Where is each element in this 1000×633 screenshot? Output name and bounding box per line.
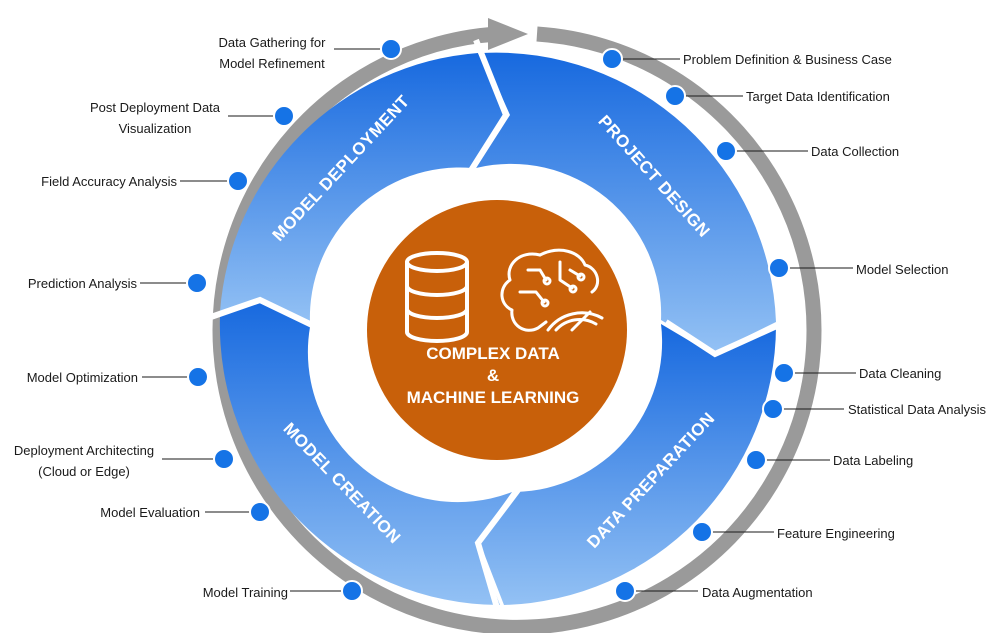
node-data-augmentation — [614, 580, 636, 602]
outer-ring — [212, 26, 822, 633]
database-icon — [405, 251, 469, 343]
label-model-training: Model Training — [203, 585, 288, 600]
label-data-collection: Data Collection — [811, 144, 899, 159]
node-model-evaluation — [249, 501, 271, 523]
node-model-selection — [768, 257, 790, 279]
center-title-line1: COMPLEX DATA — [426, 344, 559, 363]
node-post-deployment — [273, 105, 295, 127]
label-target-data: Target Data Identification — [746, 89, 890, 104]
node-data-labeling — [745, 449, 767, 471]
label-model-optimization: Model Optimization — [27, 370, 138, 385]
segment-model-creation — [219, 300, 513, 605]
node-field-accuracy — [227, 170, 249, 192]
node-prediction-analysis — [186, 272, 208, 294]
label-post-deployment-1: Post Deployment Data — [90, 100, 221, 115]
segment-project-design — [476, 52, 776, 352]
step-nodes — [186, 38, 795, 602]
cycle-arrowhead — [488, 18, 528, 50]
label-model-selection: Model Selection — [856, 262, 949, 277]
node-data-cleaning — [773, 362, 795, 384]
label-deployment-architecting-2: (Cloud or Edge) — [38, 464, 130, 479]
brain-circuit-icon — [500, 248, 604, 332]
node-problem-definition — [601, 48, 623, 70]
label-feature-engineering: Feature Engineering — [777, 526, 895, 541]
center-title-line3: MACHINE LEARNING — [407, 388, 580, 407]
node-feature-engineering — [691, 521, 713, 543]
node-statistical-analysis — [762, 398, 784, 420]
node-data-gathering — [380, 38, 402, 60]
label-data-augmentation: Data Augmentation — [702, 585, 813, 600]
node-model-optimization — [187, 366, 209, 388]
label-deployment-architecting-1: Deployment Architecting — [14, 443, 154, 458]
segment-ring — [207, 38, 792, 619]
label-data-gathering-1: Data Gathering for — [219, 35, 327, 50]
label-data-gathering-2: Model Refinement — [219, 56, 325, 71]
label-field-accuracy: Field Accuracy Analysis — [41, 174, 177, 189]
label-problem-definition: Problem Definition & Business Case — [683, 52, 892, 67]
label-statistical-analysis: Statistical Data Analysis — [848, 402, 987, 417]
label-data-labeling: Data Labeling — [833, 453, 913, 468]
label-model-evaluation: Model Evaluation — [100, 505, 200, 520]
label-prediction-analysis: Prediction Analysis — [28, 276, 138, 291]
label-post-deployment-2: Visualization — [119, 121, 192, 136]
center-title-line2: & — [487, 366, 499, 385]
node-target-data — [664, 85, 686, 107]
node-data-collection — [715, 140, 737, 162]
node-model-training — [341, 580, 363, 602]
segment-model-deployment — [220, 53, 506, 323]
center-circle — [367, 200, 627, 460]
node-deployment-architecting — [213, 448, 235, 470]
leader-lines — [140, 48, 856, 592]
segment-data-preparation — [480, 324, 776, 605]
label-data-cleaning: Data Cleaning — [859, 366, 941, 381]
